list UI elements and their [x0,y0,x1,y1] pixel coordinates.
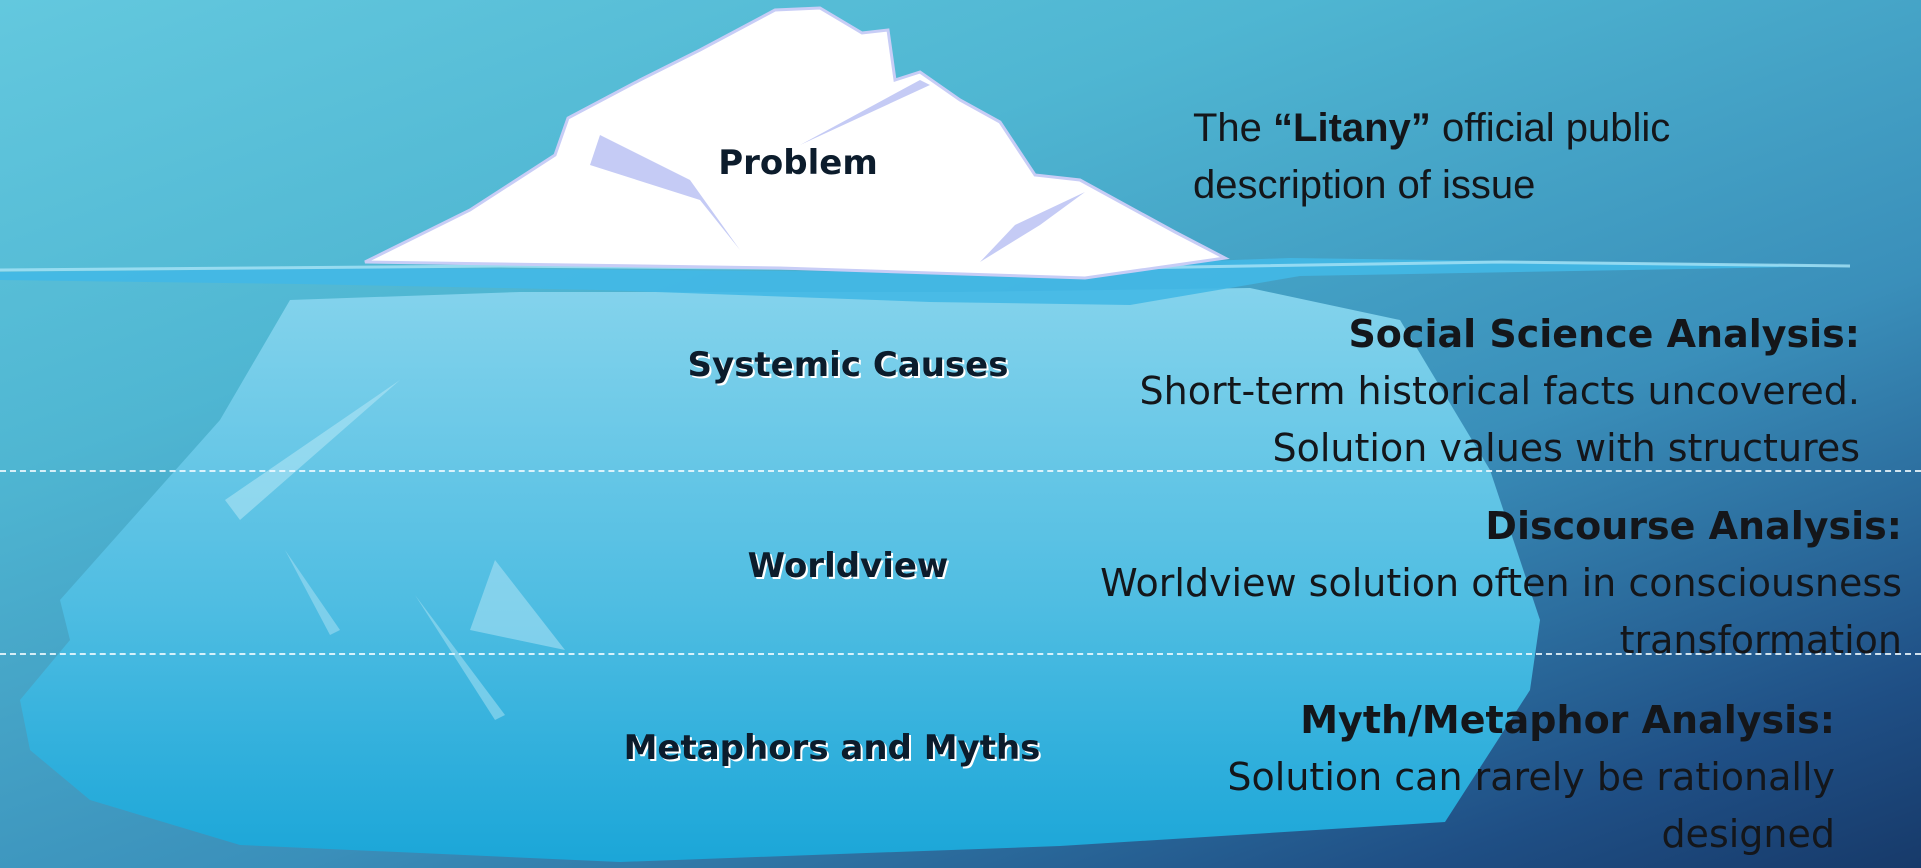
myth-description: Myth/Metaphor Analysis: Solution can rar… [1227,692,1835,863]
divider-line-2 [0,653,1921,655]
water-line [0,258,1850,305]
divider-line-1 [0,470,1921,472]
discourse-heading: Discourse Analysis: [1485,504,1902,548]
layer-label-metaphors-myths: Metaphors and Myths [623,728,1041,768]
social-science-description: Social Science Analysis: Short-term hist… [1140,306,1860,477]
discourse-description: Discourse Analysis: Worldview solution o… [1100,498,1902,669]
underwater-iceberg [20,288,1540,862]
litany-description: The “Litany” official public description… [1193,106,1671,207]
litany-term: “Litany” [1273,106,1431,150]
social-science-heading: Social Science Analysis: [1348,312,1860,356]
layer-label-worldview: Worldview [747,546,949,586]
layer-label-systemic-causes: Systemic Causes [687,345,1009,385]
layer-label-problem: Problem [718,143,878,183]
myth-heading: Myth/Metaphor Analysis: [1300,698,1835,742]
iceberg-tip [364,6,1230,280]
